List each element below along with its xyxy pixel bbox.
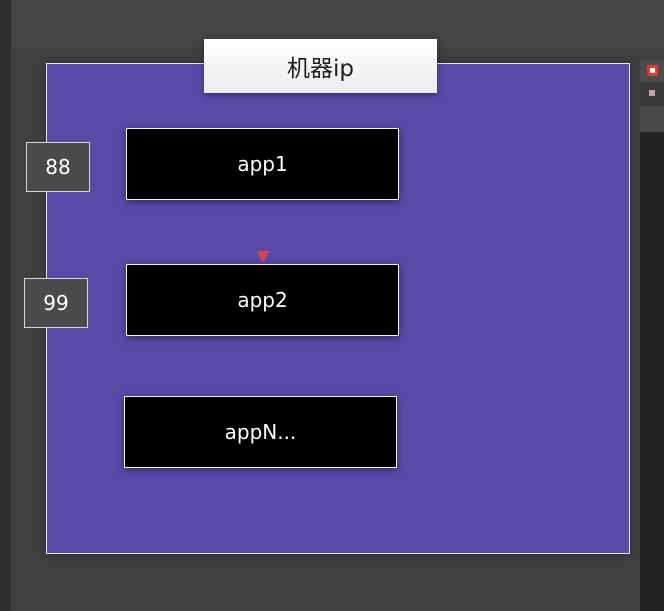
appn-box: appN...	[124, 396, 397, 468]
side-window	[640, 60, 664, 611]
left-edge-panel	[0, 0, 11, 611]
side-window-titlebar	[640, 60, 664, 82]
side-window-row	[640, 106, 664, 132]
bullet-icon	[649, 90, 655, 96]
port-label-99: 99	[24, 278, 88, 328]
arrow-head	[257, 251, 269, 263]
app2-box: app2	[126, 264, 399, 336]
port-label-88: 88	[26, 142, 90, 192]
app1-to-app2-arrow	[257, 197, 269, 263]
close-icon[interactable]	[647, 65, 658, 76]
machine-ip-label: 机器ip	[204, 39, 437, 93]
app1-box: app1	[126, 128, 399, 200]
side-window-toolbar	[640, 82, 664, 106]
